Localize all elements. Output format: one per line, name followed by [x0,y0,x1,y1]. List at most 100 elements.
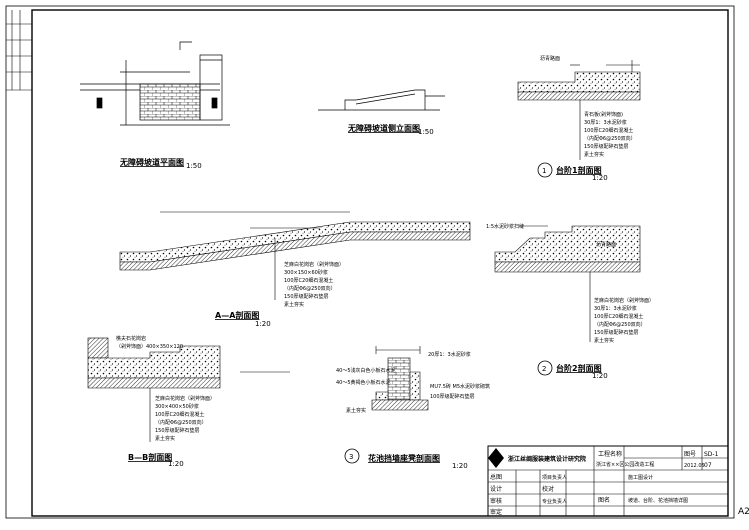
ramp-plan-title: 无障碍坡道平面图 [119,157,184,167]
callout-text: 30厚1：3水泥砂浆 [594,305,637,312]
title-block-grid [487,445,729,517]
bb-section-drawing [87,337,290,442]
page-code: A2 [738,507,749,517]
tb-drawing-name: 坡道、台阶、花池挡墙详图 [628,497,688,504]
tb-label: 专业负责人 [542,498,567,505]
planter-callouts: 20厚1：3水泥砂浆 40～5浅灰白色小板石水泥 40～5黄褐色小板石水泥 MU… [336,351,490,414]
callout-text: 100厚C20细石混凝土 [284,277,333,284]
step2-title: 台阶2剖面图 [556,363,602,373]
callout-text: 100厚C20细石混凝土 [155,411,204,418]
tb-label: 审核 [490,497,502,505]
company-name: 浙江丝绸服装建筑设计研究院 [508,455,586,463]
bb-title: B—B剖面图 [128,452,172,462]
tb-label: 工程名称 [598,450,622,458]
callout-text: （剁斧饰面）400×350×120 [116,343,183,350]
callout-text: MU7.5砖 M5水泥砂浆砌筑 [430,383,490,390]
callout-text: 100厚C20细石混凝土 [594,313,643,320]
tb-label: 设计 [490,485,502,493]
tb-label: 图号 [684,451,696,458]
binding-strip [6,10,32,91]
tb-sheet-index: 07 [704,462,712,469]
step1-section-view: 沥青路面 青石板(剁斧饰面) 30厚1：3水泥砂浆 100厚C20细石混凝土 （… [517,55,641,182]
ramp-plan-view: 无障碍坡道平面图 1:50 [80,41,230,170]
callout-text: 20厚1：3水泥砂浆 [428,351,471,358]
tb-label: 图名 [598,496,610,504]
callout-text: （内配Φ6@250双向） [584,135,636,142]
step2-number-circle [537,360,553,376]
step2-scale: 1:20 [592,372,608,380]
callout-text: 150厚级配碎石垫层 [594,329,639,336]
aa-section-view: 芝麻白花岗岩（剁斧饰面） 300×150×60砂浆 100厚C20细石混凝土 （… [119,211,471,328]
planter-number-circle [344,448,360,464]
callout-text: 素土夯实 [584,151,604,158]
planter-section-drawing [371,346,429,411]
ramp-elevation-view: 无障碍坡道侧立面图 1:50 [318,89,445,136]
bb-top-callouts: 樵夫石花岗岩 （剁斧饰面）400×350×120 [116,335,183,350]
callout-text: 芝麻白花岗岩（剁斧饰面） [155,395,215,402]
callout-text: 素土夯实 [594,337,614,344]
callout-text: 素土夯实 [155,435,175,442]
callout-text: （内配Φ6@250双向） [155,419,207,426]
step1-scale: 1:20 [592,174,608,182]
tb-label: 审定 [490,508,502,516]
ramp-elevation-title: 无障碍坡道侧立面图 [347,123,420,133]
planter-section-view: 20厚1：3水泥砂浆 40～5浅灰白色小板石水泥 40～5黄褐色小板石水泥 MU… [336,346,490,470]
callout-text: 素土夯实 [284,301,304,308]
planter-scale: 1:20 [452,462,468,470]
aa-scale: 1:20 [255,320,271,328]
callout-text: 沥青路面 [540,55,560,62]
callout-text: 100厚C20细石混凝土 [584,127,633,134]
callout-text: 1:5水泥砂浆扫缝 [486,223,524,230]
aa-title: A—A剖面图 [215,310,259,320]
sheet-inner-border [31,9,729,517]
aa-section-drawing [119,211,471,300]
tb-label: 项目负责人 [542,474,567,481]
callout-text: 100厚级配碎石垫层 [430,393,475,400]
step1-callouts: 沥青路面 青石板(剁斧饰面) 30厚1：3水泥砂浆 100厚C20细石混凝土 （… [540,55,636,158]
callout-text: 300×150×60砂浆 [284,269,328,276]
callout-text: 40～5浅灰白色小板石水泥 [336,367,396,374]
step2-section-drawing [494,225,641,342]
step2-number: 2 [542,365,546,373]
callout-text: 青石板(剁斧饰面) [584,111,623,118]
bb-scale: 1:20 [168,460,184,468]
planter-number: 3 [349,453,353,461]
company-logo [488,448,504,468]
callout-text: 樵夫石花岗岩 [116,335,146,342]
callout-text: 芝麻白花岗岩（剁斧饰面） [284,261,344,268]
tb-design-stage: 施工图设计 [628,474,653,481]
title-block: 浙江丝绸服装建筑设计研究院 工程名称 浙江省××区公园改造工程 图号 SD-1 … [487,445,729,517]
callout-text: 150厚级配碎石垫层 [155,427,200,434]
callout-text: 150厚级配碎石垫层 [584,143,629,150]
planter-title: 花池挡墙座凳剖面图 [368,453,440,463]
step1-number-circle [537,162,553,178]
callout-text: 芝麻白花岗岩（剁斧饰面） [594,297,654,304]
callout-text: 30厚1：3水泥砂浆 [584,119,627,126]
callout-text: （内配Φ6@250双向） [284,285,336,292]
aa-callouts: 芝麻白花岗岩（剁斧饰面） 300×150×60砂浆 100厚C20细石混凝土 （… [284,261,344,308]
callout-text: 素土夯实 [346,407,366,414]
bb-callouts: 芝麻白花岗岩（剁斧饰面） 300×400×50砂浆 100厚C20细石混凝土 （… [155,395,215,442]
step2-callouts: 1:5水泥砂浆扫缝 沥青路面 芝麻白花岗岩（剁斧饰面） 30厚1：3水泥砂浆 1… [486,223,654,344]
tb-label: 校对 [542,485,554,493]
ramp-plan-drawing [80,41,230,126]
step1-section-drawing [517,60,641,160]
callout-text: （内配Φ6@250双向） [594,321,646,328]
ramp-elevation-scale: 1:50 [418,128,434,136]
callout-text: 40～5黄褐色小板石水泥 [336,379,391,386]
ramp-elevation-drawing [318,89,445,111]
bb-section-view: 樵夫石花岗岩 （剁斧饰面）400×350×120 芝麻白花岗岩（剁斧饰面） 30… [87,335,290,468]
step2-section-view: 1:5水泥砂浆扫缝 沥青路面 芝麻白花岗岩（剁斧饰面） 30厚1：3水泥砂浆 1… [486,223,654,380]
step1-number: 1 [542,167,546,175]
tb-date: 2012.05 [684,463,705,469]
callout-text: 沥青路面 [596,241,616,248]
callout-text: 150厚级配碎石垫层 [284,293,329,300]
ramp-plan-scale: 1:50 [186,162,202,170]
tb-sheet-no: SD-1 [704,451,719,458]
tb-label: 总图 [490,473,502,481]
sheet-outer-border [5,5,735,519]
callout-text: 300×400×50砂浆 [155,403,199,410]
tb-project: 浙江省××区公园改造工程 [596,461,654,468]
step1-title: 台阶1剖面图 [556,165,602,175]
